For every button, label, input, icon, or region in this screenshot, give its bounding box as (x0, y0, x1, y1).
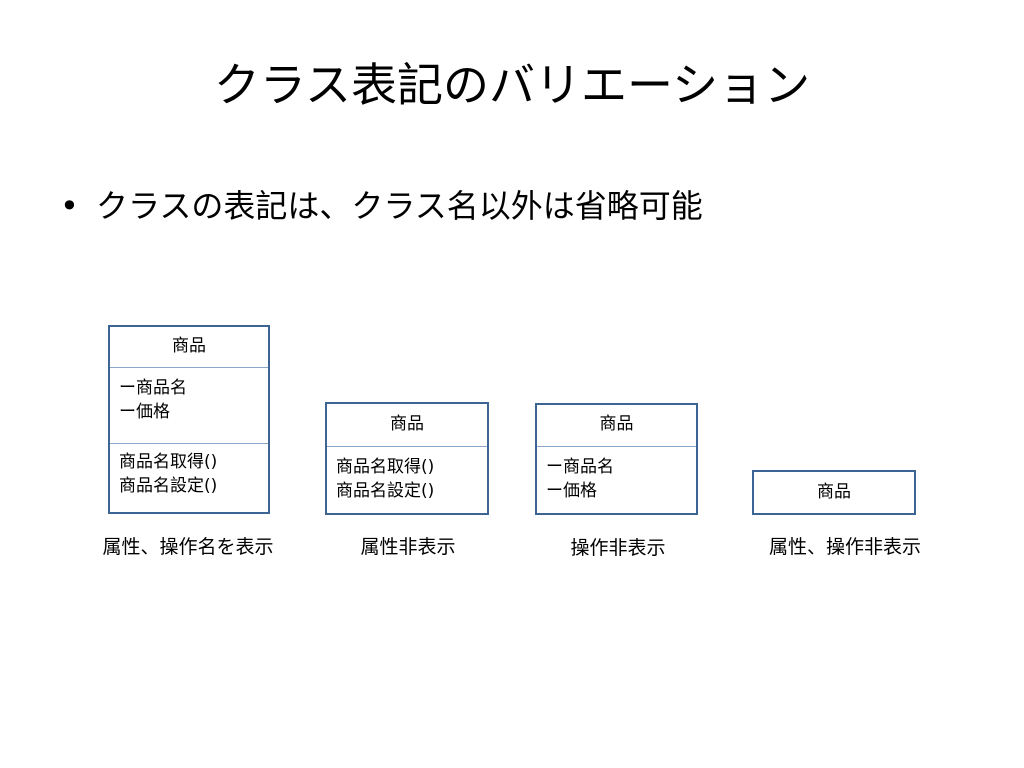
uml-class-box-full: 商品 ー商品名 ー価格 商品名取得() 商品名設定() (108, 325, 270, 514)
attribute-product-name: ー商品名 (546, 457, 614, 477)
caption-full: 属性、操作名を表示 (102, 536, 274, 558)
uml-class-box-name-only: 商品 (752, 470, 916, 515)
operation-set-product-name: 商品名設定() (119, 476, 218, 497)
attribute-compartment: ー商品名 ー価格 (537, 446, 696, 503)
attribute-price: ー価格 (546, 481, 597, 502)
attribute-product-name: ー商品名 (119, 378, 187, 398)
operation-compartment: 商品名取得() 商品名設定() (110, 443, 268, 498)
operation-get-product-name: 商品名取得() (336, 457, 435, 477)
attribute-compartment: ー商品名 ー価格 (110, 367, 268, 443)
bullet-text: クラスの表記は、クラス名以外は省略可能 (96, 187, 703, 225)
class-name-compartment: 商品 (817, 482, 851, 502)
class-name-compartment: 商品 (172, 336, 206, 356)
slide-title: クラス表記のバリエーション (213, 58, 811, 112)
attribute-price: ー価格 (119, 402, 170, 423)
bullet-marker: • (60, 187, 79, 225)
class-name-compartment: 商品 (599, 414, 634, 434)
operation-set-product-name: 商品名設定() (336, 481, 435, 502)
class-name-compartment: 商品 (390, 414, 424, 434)
uml-class-box-no-attributes: 商品 商品名取得() 商品名設定() (325, 402, 489, 515)
bullet-point: • クラスの表記は、クラス名以外は省略可能 (60, 186, 703, 228)
operation-compartment: 商品名取得() 商品名設定() (327, 446, 487, 503)
operation-get-product-name: 商品名取得() (119, 452, 218, 472)
caption-name-only: 属性、操作非表示 (768, 536, 921, 558)
caption-no-attributes: 属性非表示 (360, 536, 456, 558)
uml-class-box-no-operations: 商品 ー商品名 ー価格 (535, 403, 698, 515)
caption-no-operations: 操作非表示 (570, 537, 666, 559)
